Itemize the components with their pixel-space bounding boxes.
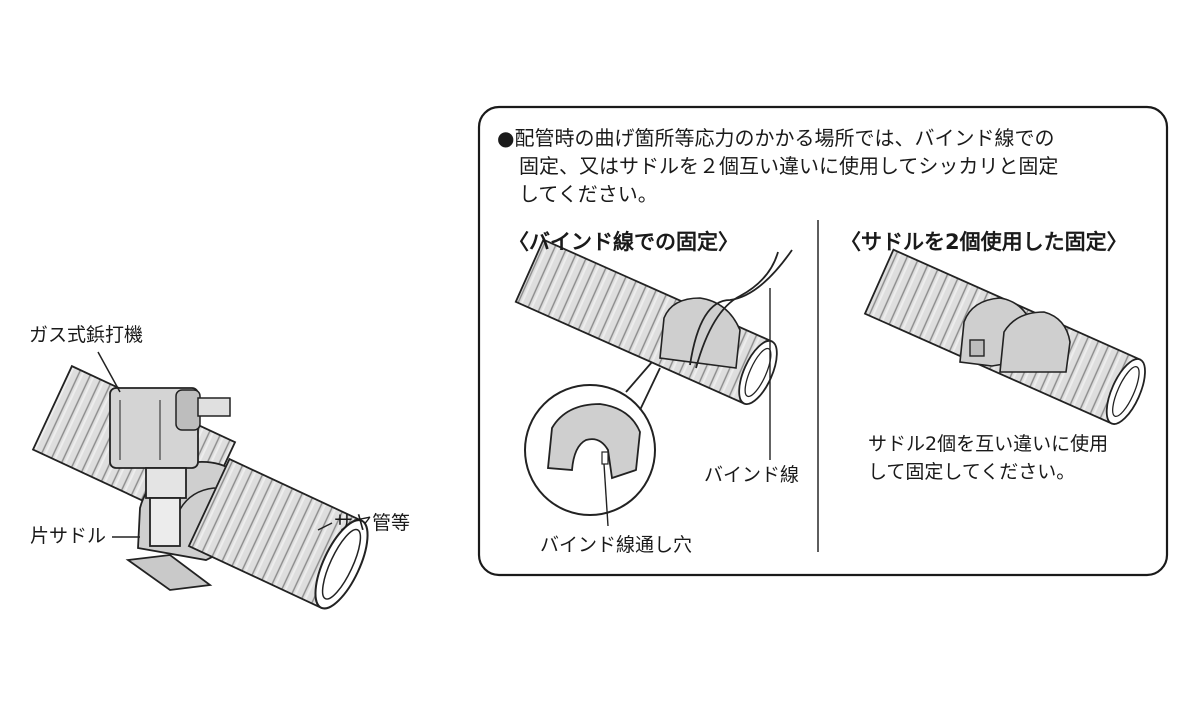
leader-lines: [97, 351, 333, 538]
note-line-1: ●配管時の曲げ箇所等応力のかかる場所では、バインド線での: [497, 126, 1055, 150]
two-saddles-caption: サドル2個を互い違いに使用 して固定してください。: [868, 430, 1108, 486]
note-text: ●配管時の曲げ箇所等応力のかかる場所では、バインド線での 固定、又はサドルを２個…: [497, 124, 1058, 208]
label-binding-wire-hole: バインド線通し穴: [540, 534, 693, 556]
label-sheath-pipe: サヤ管等: [334, 512, 411, 534]
two-saddles-illustration: [863, 248, 1146, 425]
caption-line-2: して固定してください。: [868, 461, 1076, 483]
heading-binding-wire: 〈バインド線での固定〉: [508, 230, 739, 254]
note-line-2: 固定、又はサドルを２個互い違いに使用してシッカリと固定: [519, 154, 1059, 178]
heading-two-saddles: 〈サドルを2個使用した固定〉: [840, 230, 1128, 254]
label-gas-nailer: ガス式鋲打機: [29, 324, 144, 346]
label-single-saddle: 片サドル: [30, 525, 107, 547]
note-line-3: してください。: [519, 182, 658, 206]
left-figure: [31, 351, 369, 610]
caption-line-1: サドル2個を互い違いに使用: [868, 433, 1109, 455]
gas-nailer-tool: [109, 387, 231, 547]
label-binding-wire: バインド線: [704, 464, 800, 486]
sheath-pipe-front: [187, 457, 369, 610]
binding-wire-illustration: [514, 238, 793, 527]
